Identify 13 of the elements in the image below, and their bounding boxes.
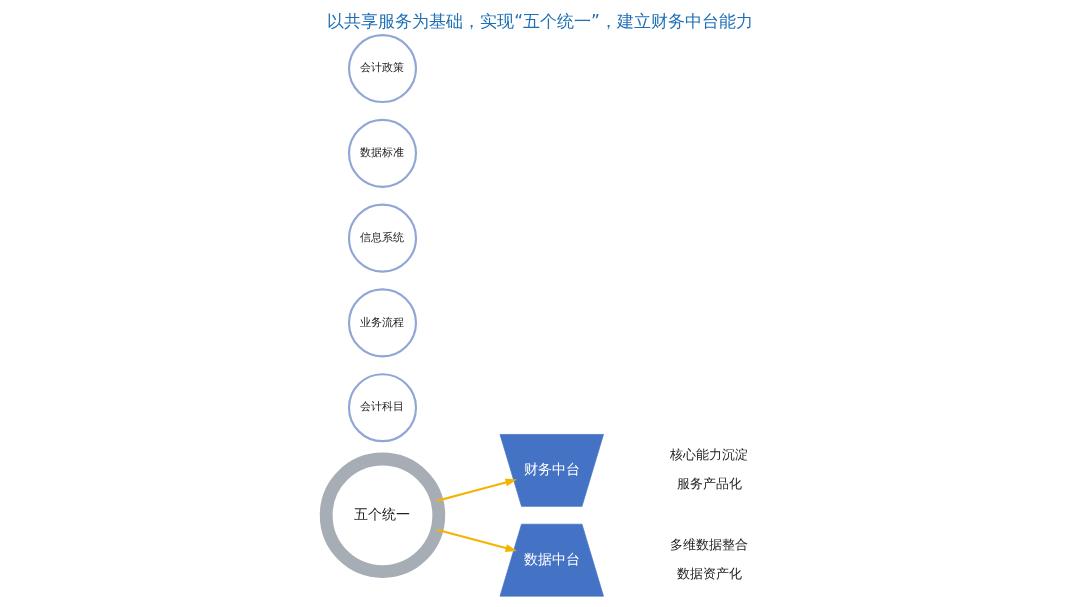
node-label: 服务产品化 <box>676 476 742 492</box>
arrow <box>436 478 517 502</box>
node-circle: 五个统一 <box>319 452 446 578</box>
node-circle: 会计科目 <box>347 373 418 443</box>
node-label: 数据资产化 <box>676 565 742 581</box>
node-circle: 数据标准 <box>347 118 418 188</box>
arrow <box>436 528 517 552</box>
node-circle: 信息系统 <box>347 203 418 273</box>
diagram-title: 以共享服务为基础，实现“五个统一”，建立财务中台能力 <box>327 11 753 32</box>
node-circle: 会计政策 <box>347 34 418 104</box>
node-circle: 业务流程 <box>347 288 418 358</box>
node-label: 多维数据整合 <box>670 536 749 552</box>
node-label: 核心能力沉淀 <box>670 446 749 462</box>
